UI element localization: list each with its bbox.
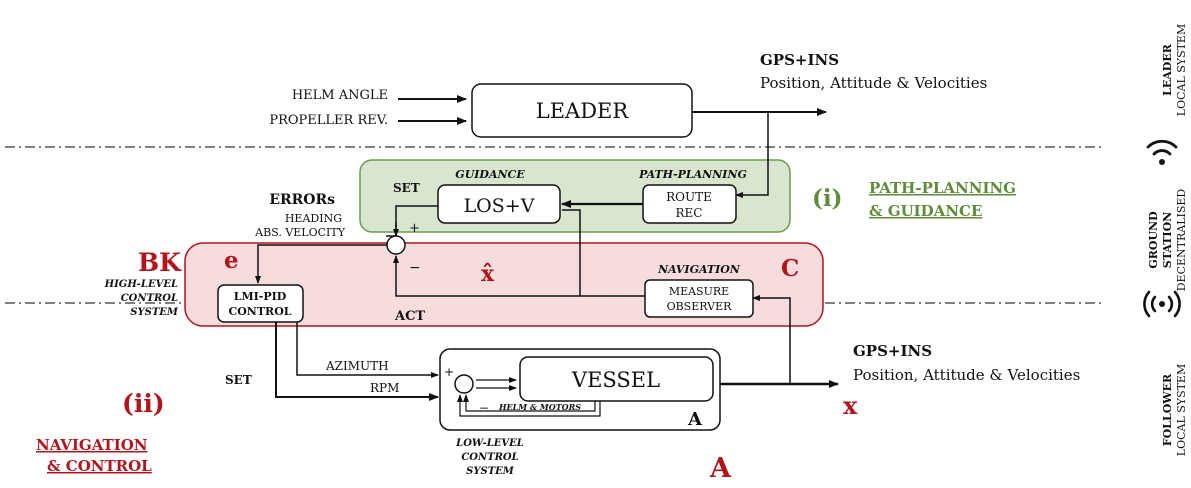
summing-junction xyxy=(386,235,406,255)
propeller-rev-label: PROPELLER REV. xyxy=(269,113,388,128)
vessel-output-to-observer xyxy=(752,295,791,384)
high-level-line1: HIGH-LEVEL xyxy=(104,279,178,290)
leader-label: LEADER xyxy=(536,99,630,123)
estimate-to-sum-line xyxy=(393,255,580,297)
gps-bottom-subtitle: Position, Attitude & Velocities xyxy=(853,366,1080,384)
section-i-tag: (i) xyxy=(812,185,843,212)
side-ground-2: STATION xyxy=(1161,212,1174,268)
rpm-label: RPM xyxy=(370,381,399,395)
vessel-a-label: A xyxy=(687,409,703,430)
azimuth-label: AZIMUTH xyxy=(325,359,389,373)
section-i-line2: & GUIDANCE xyxy=(869,202,982,220)
wifi-icon xyxy=(1146,139,1178,165)
section-ii-line2: & CONTROL xyxy=(47,457,152,475)
vessel-label: VESSEL xyxy=(571,368,660,392)
errors-line2: ABS. VELOCITY xyxy=(254,226,346,239)
rpm-line xyxy=(275,322,439,401)
route-line1: ROUTE xyxy=(666,190,712,204)
high-level-line3: SYSTEM xyxy=(130,307,179,318)
helm-angle-label: HELM ANGLE xyxy=(292,88,388,103)
leader-to-route-line xyxy=(735,112,769,198)
side-follower-1: FOLLOWER xyxy=(1161,373,1174,446)
estimate-to-los-line xyxy=(562,209,645,297)
helm-motors-feedback-2 xyxy=(463,394,596,412)
side-ground-1: GROUND xyxy=(1147,211,1160,269)
sum-to-controller-line xyxy=(255,244,387,284)
section-ii-tag: (ii) xyxy=(122,389,165,418)
lmi-pid-block xyxy=(217,284,304,323)
section-i-line1: PATH-PLANNING xyxy=(869,179,1016,197)
side-leader-2: LOCAL SYSTEM xyxy=(1175,24,1188,116)
vessel-plus-sign: + xyxy=(444,365,454,379)
high-level-line2: CONTROL xyxy=(121,293,178,304)
x-output-label: x xyxy=(843,391,858,420)
path-planning-label: PATH-PLANNING xyxy=(638,168,747,181)
low-level-line3: SYSTEM xyxy=(466,466,515,477)
low-level-line2: CONTROL xyxy=(461,452,518,463)
leader-block xyxy=(471,83,693,138)
error-e-label: e xyxy=(224,247,239,274)
big-a-label: A xyxy=(709,453,732,484)
errors-line1: HEADING xyxy=(285,212,342,225)
vessel-summing-junction xyxy=(454,374,474,394)
side-ground-3: DECENTRALISED xyxy=(1175,189,1188,292)
state-estimate-label: x̂ xyxy=(481,261,495,287)
sum-minus-sign: − xyxy=(409,260,421,276)
los-block xyxy=(437,184,561,224)
route-line2: REC xyxy=(676,206,703,220)
low-level-line1: LOW-LEVEL xyxy=(455,438,524,449)
azimuth-line xyxy=(296,322,439,378)
helm-motors-label: HELM & MOTORS xyxy=(498,402,581,412)
measure-line1: MEASURE xyxy=(669,285,729,298)
guidance-set-label: SET xyxy=(393,181,420,195)
controller-set-label: SET xyxy=(225,373,252,387)
lmi-line1: LMI-PID xyxy=(234,290,287,303)
gps-top-subtitle: Position, Attitude & Velocities xyxy=(760,74,987,92)
antenna-icon xyxy=(1143,290,1181,318)
gps-bottom-title: GPS+INS xyxy=(853,342,932,360)
gps-top-title: GPS+INS xyxy=(760,51,839,69)
los-label: LOS+V xyxy=(464,195,535,217)
guidance-label: GUIDANCE xyxy=(455,168,525,181)
act-label: ACT xyxy=(394,309,425,324)
vessel-block xyxy=(519,356,714,402)
sum-plus-sign: + xyxy=(409,221,420,236)
bk-label: BK xyxy=(138,248,182,277)
section-ii-line1: NAVIGATION xyxy=(36,436,148,454)
lmi-line2: CONTROL xyxy=(228,305,291,318)
vessel-minus-sign: − xyxy=(479,401,489,415)
navigation-label: NAVIGATION xyxy=(657,263,741,276)
helm-motors-feedback-1 xyxy=(457,394,601,417)
los-to-sum-line xyxy=(386,205,438,237)
side-follower-2: LOCAL SYSTEM xyxy=(1175,364,1188,456)
side-leader-1: LEADER xyxy=(1161,43,1174,96)
errors-title: ERRORs xyxy=(269,192,335,208)
measure-line2: OBSERVER xyxy=(667,300,733,313)
c-label: C xyxy=(781,255,799,282)
